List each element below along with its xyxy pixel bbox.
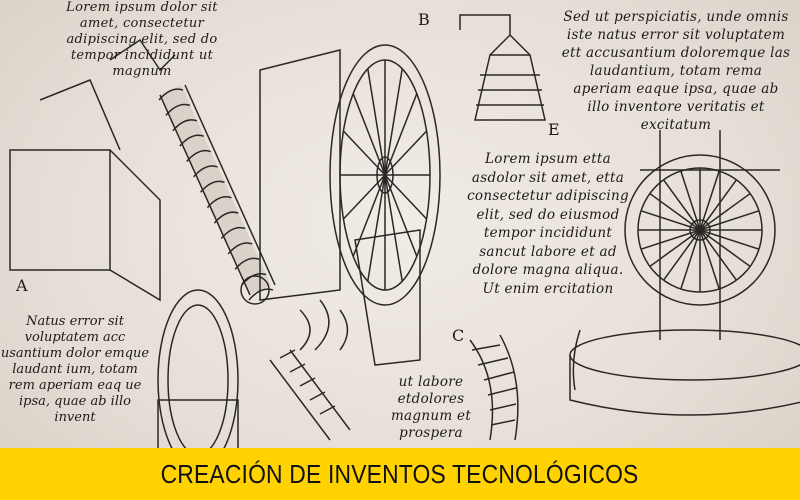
- note-top-left: Lorem ipsum dolor sit amet, consectetur …: [66, 0, 218, 79]
- spoke-line: [699, 229, 751, 268]
- spoke-line: [367, 68, 386, 176]
- note-top-right: Sed ut perspiciatis, unde omnis iste nat…: [561, 9, 791, 133]
- screw-coil: [241, 272, 267, 286]
- screw-coil: [186, 149, 211, 163]
- water-wheel-drawing: [259, 44, 441, 366]
- spoke-line: [640, 210, 701, 231]
- ramp-machine-drawing: [9, 79, 161, 302]
- spoke-line: [662, 179, 701, 231]
- note-bottom-left: Natus error sit voluptatem acc usantium …: [0, 314, 150, 425]
- spoke-line: [352, 93, 386, 176]
- archimedes-screw-drawing: [109, 38, 276, 305]
- screw-coil: [227, 242, 253, 255]
- spoke-line: [680, 170, 701, 231]
- screw-coil: [213, 211, 239, 224]
- screw-coil: [172, 119, 198, 132]
- twisted-screw-drawing: [469, 334, 519, 441]
- screw-coil: [220, 226, 246, 239]
- note-bottom-center: ut labore etdolores magnum et prospera: [390, 374, 472, 441]
- spoke-line: [384, 174, 428, 220]
- spoke-line: [649, 229, 701, 268]
- spoke-line: [680, 229, 701, 290]
- spoke-line: [699, 210, 760, 231]
- label-c: C: [452, 326, 465, 345]
- lower-wheel-drawing: [157, 289, 239, 471]
- spoke-line: [384, 93, 418, 176]
- screw-coil: [158, 88, 184, 101]
- screw-coil: [206, 196, 232, 209]
- spoke-line: [384, 68, 403, 176]
- spoke-line: [352, 174, 386, 257]
- spoke-line: [384, 130, 428, 176]
- screw-coil: [199, 180, 225, 193]
- lower-screw-drawing: [269, 349, 351, 441]
- spoke-line: [384, 174, 418, 257]
- screw-coil: [193, 165, 218, 178]
- spoke-line: [384, 174, 403, 282]
- label-a: A: [16, 276, 28, 295]
- spoke-line: [699, 229, 760, 250]
- bucket-drawing: [459, 14, 546, 121]
- spoke-line: [699, 229, 738, 281]
- note-middle: Lorem ipsum etta asdolor sit amet, etta …: [467, 151, 629, 297]
- spoke-line: [640, 229, 701, 250]
- spoke-line: [662, 229, 701, 281]
- label-e: E: [548, 120, 560, 139]
- pump-wheel-drawing: [569, 130, 800, 416]
- spoke-line: [699, 179, 738, 231]
- spoke-line: [699, 229, 720, 290]
- spoke-line: [342, 174, 386, 220]
- spoke-line: [699, 192, 751, 231]
- screw-coil: [248, 288, 274, 301]
- title-banner: CREACIÓN DE INVENTOS TECNOLÓGICOS: [0, 448, 800, 500]
- spoke-line: [649, 192, 701, 231]
- screw-coil: [179, 134, 205, 147]
- screw-coil: [165, 103, 191, 116]
- spoke-line: [367, 174, 386, 282]
- label-b: B: [418, 10, 430, 29]
- spoke-line: [699, 170, 720, 231]
- spoke-line: [342, 130, 386, 176]
- banner-title: CREACIÓN DE INVENTOS TECNOLÓGICOS: [161, 458, 639, 489]
- screw-coil: [234, 257, 260, 270]
